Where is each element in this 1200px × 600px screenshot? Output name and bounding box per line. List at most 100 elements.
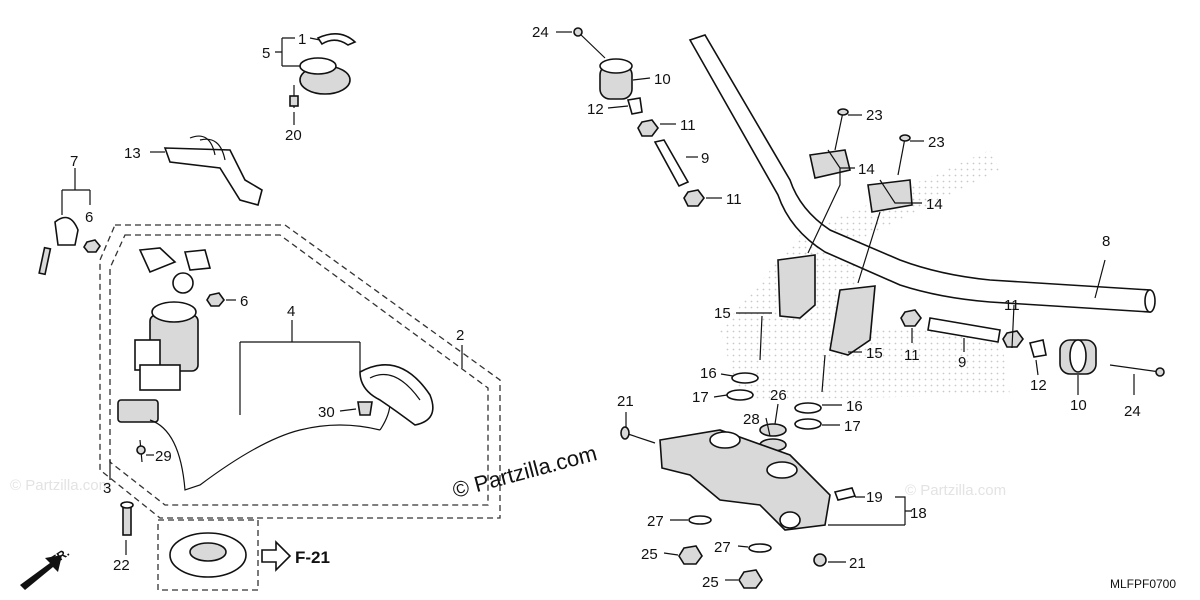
part-handlebar (688, 34, 1151, 313)
part-washer-27a (688, 515, 712, 525)
callout-5: 5 (262, 45, 270, 62)
callout-4: 4 (287, 303, 295, 320)
brand-logo-background (720, 150, 1010, 400)
callout-13: 13 (124, 145, 141, 162)
part-nut-6b (206, 292, 226, 307)
callout-22: 22 (113, 557, 130, 574)
callout-14b: 14 (926, 196, 943, 213)
part-bracket-13 (163, 135, 263, 206)
callout-26: 26 (770, 387, 787, 404)
ignition-switch-group: F-21 FR. (20, 33, 501, 591)
part-ignition-body (134, 301, 199, 391)
part-collar-12b (1028, 339, 1047, 358)
callout-10a: 10 (654, 71, 671, 88)
watermark-faint-left: © Partzilla.com (10, 477, 111, 494)
part-shaft-9a (653, 139, 690, 188)
part-bar-end-bolt-24b (1109, 364, 1165, 377)
callout-20: 20 (285, 127, 302, 144)
part-shaft-9b (927, 317, 1001, 343)
callout-12a: 12 (587, 101, 604, 118)
callout-25a: 25 (641, 546, 658, 563)
callout-23b: 23 (928, 134, 945, 151)
callout-16b: 16 (846, 398, 863, 415)
front-direction-arrow-icon (20, 555, 62, 590)
callout-3: 3 (103, 480, 111, 497)
callout-27a: 27 (647, 513, 664, 530)
callout-11b: 11 (726, 191, 742, 208)
reference-outline (157, 519, 259, 591)
part-holder-cap-14a (809, 149, 851, 179)
callout-6a: 6 (85, 209, 93, 226)
watermark-main: © Partzilla.com (450, 440, 600, 503)
callout-19: 19 (866, 489, 883, 506)
part-bolt-23a (834, 108, 849, 151)
callout-6b: 6 (240, 293, 248, 310)
part-rubber-26 (759, 423, 787, 437)
part-screw-20 (289, 85, 299, 108)
callout-7: 7 (70, 153, 78, 170)
part-handle-holder-15b (821, 285, 876, 393)
part-bar-end-bolt-24a (573, 27, 606, 59)
drawing-code: MLFPF0700 (1110, 577, 1176, 591)
callout-15b: 15 (866, 345, 883, 362)
callout-28: 28 (743, 411, 760, 428)
leader-lines (61, 31, 1135, 581)
callout-1: 1 (298, 31, 306, 48)
callout-9a: 9 (701, 150, 709, 167)
part-nut-25a (678, 545, 703, 565)
part-washer-16a (731, 372, 759, 384)
callout-30: 30 (318, 404, 335, 421)
part-bar-end-weight-10a (599, 58, 633, 100)
part-bolt-21a (620, 426, 656, 444)
callout-29: 29 (155, 448, 172, 465)
part-washer-16b (794, 402, 822, 414)
part-nut-11a (637, 119, 659, 137)
callout-27b: 27 (714, 539, 731, 556)
part-plate-19 (833, 487, 857, 501)
callout-2: 2 (456, 327, 464, 344)
assembly-outline-outer (99, 224, 501, 519)
part-washer-17a (726, 389, 754, 401)
callout-8: 8 (1102, 233, 1110, 250)
reference-label: F-21 (295, 548, 330, 567)
callout-labels: 1 2 3 4 5 6 6 7 8 9 9 10 10 11 11 11 11 … (70, 24, 1141, 591)
callout-24b: 24 (1124, 403, 1141, 420)
part-fuel-cap (169, 532, 247, 578)
callout-25b: 25 (702, 574, 719, 591)
part-key (38, 216, 79, 276)
part-washer-17b (794, 418, 822, 430)
callout-17a: 17 (692, 389, 709, 406)
part-nut-11b (683, 189, 705, 207)
part-top-bridge (659, 429, 831, 531)
callout-17b: 17 (844, 418, 861, 435)
callout-9b: 9 (958, 354, 966, 371)
part-washer-27b (748, 543, 772, 553)
part-switch-cover (299, 57, 351, 95)
reference-arrow-icon (261, 540, 292, 572)
part-bolt-23b (897, 134, 911, 176)
part-bolt-21b (813, 553, 827, 567)
callout-11a: 11 (680, 117, 696, 134)
part-nut-11c (900, 309, 922, 327)
callout-21a: 21 (617, 393, 634, 410)
callout-15a: 15 (714, 305, 731, 322)
callout-14a: 14 (858, 161, 875, 178)
part-handle-holder-15a (759, 254, 816, 361)
handlebar-group (573, 27, 1165, 589)
callout-23a: 23 (866, 107, 883, 124)
part-nut-25b (738, 569, 763, 589)
callout-10b: 10 (1070, 397, 1087, 414)
background-watermarks: © Partzilla.com © Partzilla.com (10, 477, 1006, 499)
part-key-set (138, 247, 212, 294)
callout-24a: 24 (532, 24, 549, 41)
part-clip (316, 33, 357, 46)
part-antenna-ring (359, 364, 434, 426)
part-collar-12a (626, 97, 643, 115)
part-nut-6a (83, 239, 101, 253)
callout-11c: 11 (904, 347, 920, 364)
callout-18: 18 (910, 505, 927, 522)
part-bar-end-weight-10b (1059, 339, 1097, 375)
part-cable-harness (117, 379, 391, 491)
callout-16a: 16 (700, 365, 717, 382)
